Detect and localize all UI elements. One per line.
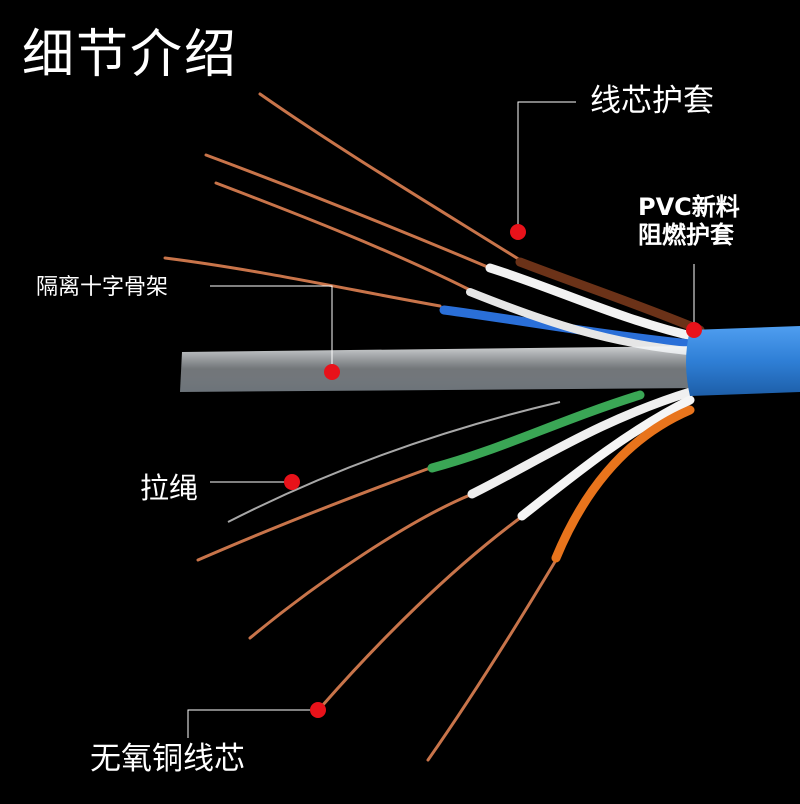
label-pvc-line2: 阻燃护套 <box>638 220 734 249</box>
blue-jacket <box>686 326 800 396</box>
label-cross-frame: 隔离十字骨架 <box>36 275 169 300</box>
marker-dots <box>284 224 702 718</box>
label-pvc-line1: PVC新料 <box>638 193 740 221</box>
leader-lines <box>187 101 695 738</box>
pull-rope <box>227 401 561 523</box>
insulated-wires <box>427 257 705 563</box>
cross-separator <box>180 346 700 392</box>
page-title: 细节介绍 <box>22 25 239 85</box>
label-pvc-jacket: PVC新料 阻燃护套 <box>638 193 740 249</box>
label-copper-core: 无氧铜线芯 <box>90 741 245 777</box>
copper-conductors <box>163 92 558 762</box>
label-core-jacket: 线芯护套 <box>590 83 714 119</box>
label-pull-rope: 拉绳 <box>140 471 199 505</box>
